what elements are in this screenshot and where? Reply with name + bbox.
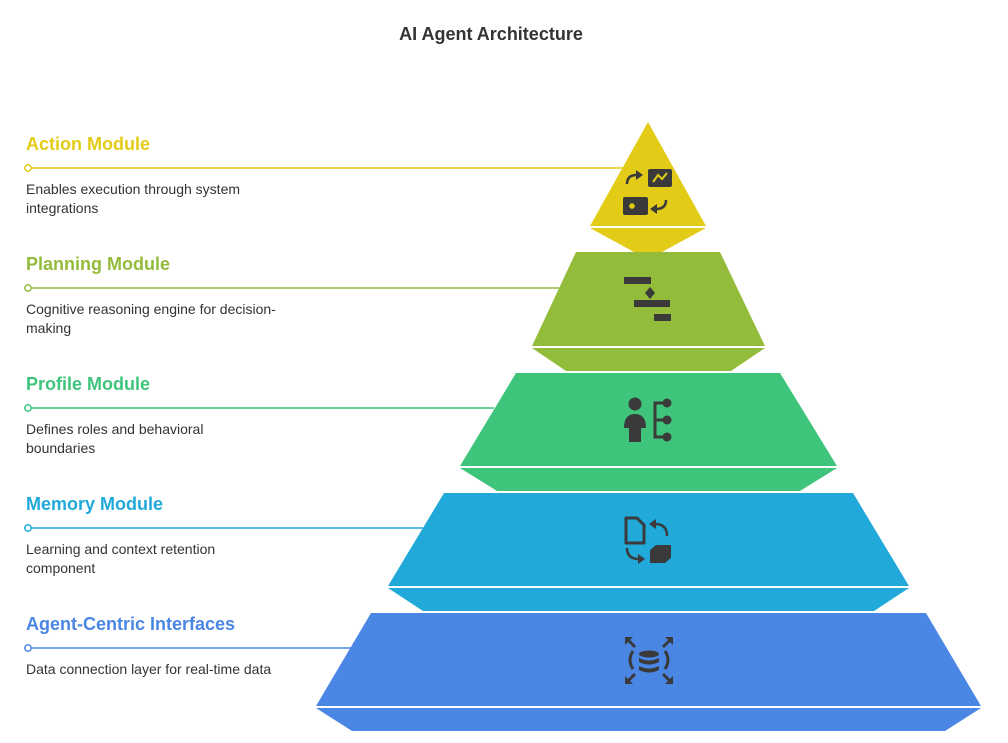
layer-profile [24,373,837,491]
layer-heading-planning: Planning Module [26,254,170,274]
layer-description-profile: Defines roles and behavioral boundaries [26,421,204,456]
layer-action-base [590,228,706,252]
action-icon [623,169,672,215]
layer-description-action: Enables execution through system integra… [26,181,241,216]
connector-planning-dot [24,284,32,292]
layer-planning-base [532,348,765,371]
layer-heading-profile: Profile Module [26,374,151,394]
gantt-icon [624,277,671,321]
layer-planning-face [532,252,765,346]
layer-description-planning: Cognitive reasoning engine for decision-… [26,301,276,336]
layer-memory-face [388,493,909,586]
layer-memory [24,493,909,611]
layer-planning [24,252,765,371]
layer-interfaces-face [316,613,981,706]
layer-description-memory: Learning and context retention component [26,541,216,576]
connector-memory-dot [24,524,32,532]
layer-heading-interfaces: Agent-Centric Interfaces [26,614,236,634]
person-branch-icon [624,397,672,442]
layer-action [24,122,706,252]
layer-profile-face [460,373,837,466]
layer-interfaces-base [316,708,981,731]
layer-interfaces [24,613,981,731]
layer-memory-base [388,588,909,611]
layer-heading-memory: Memory Module [26,494,164,514]
layer-heading-action: Action Module [26,134,150,154]
database-expand-icon [625,637,673,684]
connector-profile-dot [24,404,32,412]
page-title: AI Agent Architecture [399,24,583,44]
connector-action-dot [24,164,32,172]
layer-description-interfaces: Data connection layer for real-time data [26,661,272,677]
layer-profile-base [460,468,837,491]
connector-interfaces-dot [24,644,32,652]
document-cube-cycle-icon [624,516,671,564]
